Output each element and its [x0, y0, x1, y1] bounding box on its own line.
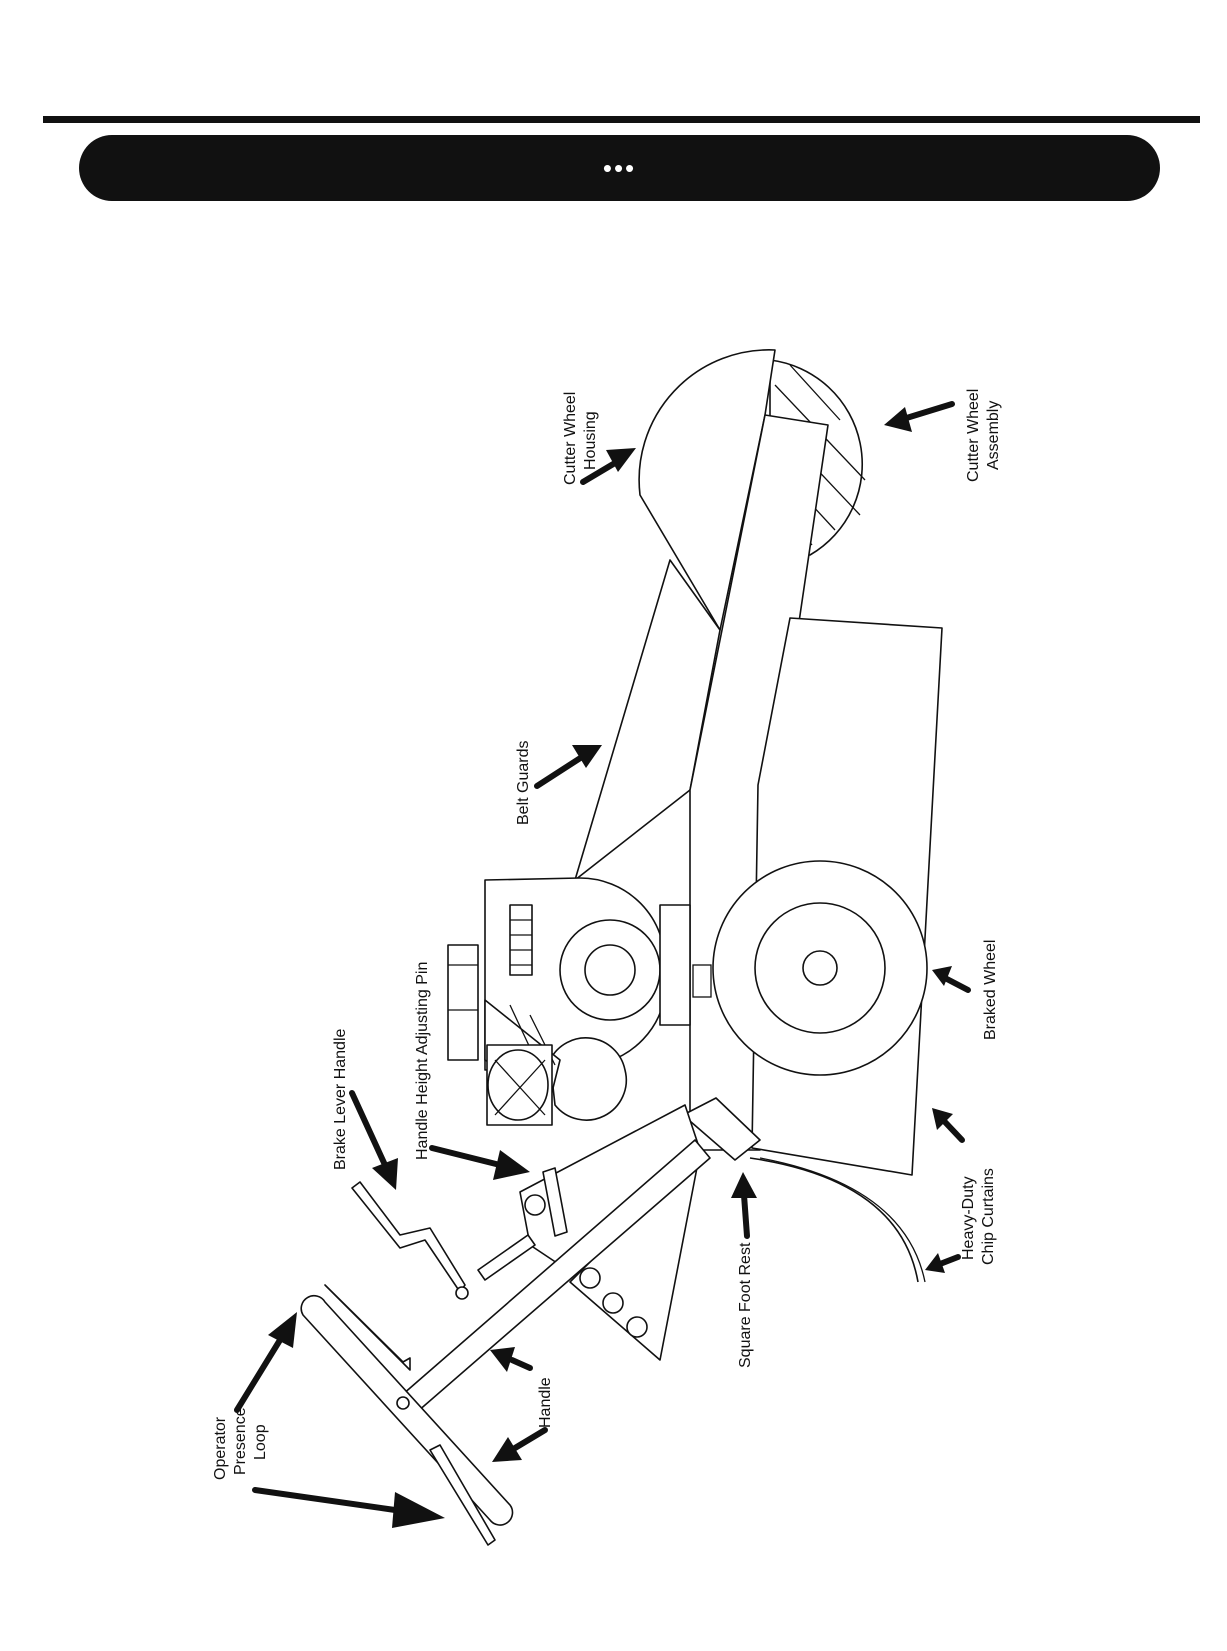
arrow-handle-height-adjusting-pin: [432, 1148, 530, 1180]
label-cutter-wheel-housing: Cutter Wheel Housing: [562, 387, 599, 485]
braked-wheel-shape: [713, 861, 927, 1075]
label-handle-height-adjusting-pin: Handle Height Adjusting Pin: [414, 962, 431, 1160]
label-cutter-wheel-assembly: Cutter Wheel Assembly: [965, 384, 1002, 482]
arrow-heavy-duty-chip-curtains: [932, 1108, 962, 1140]
arrow-heavy-duty-chip-curtains-2: [925, 1253, 958, 1273]
label-handle: Handle: [537, 1377, 554, 1428]
label-belt-guards: Belt Guards: [515, 741, 532, 825]
arrow-cutter-wheel-assembly: [884, 404, 952, 432]
label-square-foot-rest: Square Foot Rest: [737, 1242, 754, 1368]
brake-lever-shape: [352, 1182, 465, 1292]
arrow-square-foot-rest: [731, 1172, 757, 1236]
arrow-operator-presence-loop-upper: [237, 1312, 297, 1410]
adjust-hole-1: [580, 1268, 600, 1288]
arrow-brake-lever-handle: [352, 1093, 398, 1190]
label-brake-lever-handle: Brake Lever Handle: [332, 1028, 349, 1170]
arrow-braked-wheel: [932, 966, 968, 990]
adjust-hole-2: [603, 1293, 623, 1313]
label-heavy-duty-chip-curtains: Heavy-Duty Chip Curtains: [960, 1168, 997, 1265]
engine-shape: [448, 878, 690, 1125]
arrow-operator-presence-loop-lower: [255, 1490, 445, 1528]
label-braked-wheel: Braked Wheel: [982, 940, 999, 1041]
arrow-handle-upper: [490, 1347, 530, 1372]
adjust-hole-3: [627, 1317, 647, 1337]
arrow-belt-guards: [537, 745, 602, 786]
arrow-handle-lower: [492, 1430, 545, 1462]
label-operator-presence-loop: Operator Presence Loop: [212, 1403, 269, 1480]
